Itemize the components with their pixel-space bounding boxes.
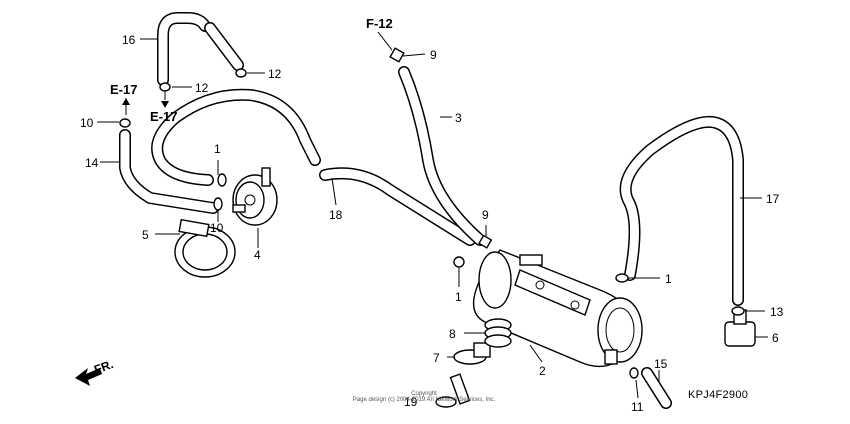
- label-14[interactable]: 14: [85, 156, 99, 170]
- label-15[interactable]: 15: [654, 357, 668, 371]
- diagram-code: KPJ4F2900: [688, 389, 748, 401]
- label-19[interactable]: 19: [404, 395, 418, 409]
- clip-10-a[interactable]: [119, 118, 131, 128]
- label-7[interactable]: 7: [433, 351, 440, 365]
- label-10-b[interactable]: 10: [210, 221, 224, 235]
- clip-12-b[interactable]: [235, 68, 247, 78]
- ref-e17-top[interactable]: E-17: [110, 82, 137, 97]
- clip-1-c[interactable]: [615, 273, 629, 283]
- purge-valve-4[interactable]: [232, 167, 278, 226]
- label-2[interactable]: 2: [539, 364, 546, 378]
- label-11[interactable]: 11: [631, 400, 644, 414]
- clip-9-mid[interactable]: [478, 234, 493, 249]
- hose-18[interactable]: [319, 167, 476, 246]
- clip-12-a[interactable]: [159, 82, 171, 92]
- label-12-a[interactable]: 12: [195, 81, 209, 95]
- ref-e17-bottom[interactable]: E-17: [150, 109, 177, 124]
- clip-9-top[interactable]: [389, 47, 405, 63]
- label-13[interactable]: 13: [770, 305, 784, 319]
- label-12-b[interactable]: 12: [268, 67, 282, 81]
- label-5[interactable]: 5: [142, 228, 149, 242]
- hose-14[interactable]: [119, 129, 219, 214]
- label-9-b[interactable]: 9: [482, 208, 489, 222]
- clip-1-a[interactable]: [217, 173, 227, 187]
- hose-16[interactable]: [157, 12, 244, 86]
- label-3[interactable]: 3: [455, 111, 462, 125]
- label-17[interactable]: 17: [766, 192, 780, 206]
- clip-10-b[interactable]: [213, 197, 223, 211]
- hose-3[interactable]: [398, 66, 486, 246]
- front-direction-arrow-icon: FR.: [75, 357, 115, 386]
- clip-11[interactable]: [629, 367, 639, 379]
- canister-2[interactable]: [472, 249, 643, 368]
- label-10-a[interactable]: 10: [80, 116, 94, 130]
- direction-label: FR.: [92, 357, 115, 377]
- label-1-a[interactable]: 1: [214, 142, 221, 156]
- hose-loop[interactable]: [151, 88, 321, 186]
- hose-15[interactable]: [641, 367, 672, 409]
- label-4[interactable]: 4: [254, 248, 261, 262]
- copyright-line-1: Copyright: [411, 391, 437, 397]
- ref-f12[interactable]: F-12: [366, 16, 393, 31]
- copyright-line-2: Page design (c) 2004-2019 Ari Network Se…: [353, 397, 496, 403]
- label-6[interactable]: 6: [772, 331, 779, 345]
- hose-17[interactable]: [619, 115, 744, 306]
- clip-13[interactable]: [731, 306, 745, 316]
- label-18[interactable]: 18: [329, 208, 343, 222]
- band-strap-5[interactable]: [174, 218, 236, 278]
- rubber-mount-8[interactable]: [484, 318, 512, 348]
- bolt-19[interactable]: [435, 373, 471, 408]
- label-9-a[interactable]: 9: [430, 48, 437, 62]
- label-1-c[interactable]: 1: [665, 272, 672, 286]
- clip-1-b[interactable]: [453, 256, 465, 268]
- label-8[interactable]: 8: [449, 327, 456, 341]
- label-16[interactable]: 16: [122, 33, 136, 47]
- fitting-6[interactable]: [724, 309, 756, 347]
- label-1-b[interactable]: 1: [455, 290, 462, 304]
- collar-7[interactable]: [453, 342, 491, 365]
